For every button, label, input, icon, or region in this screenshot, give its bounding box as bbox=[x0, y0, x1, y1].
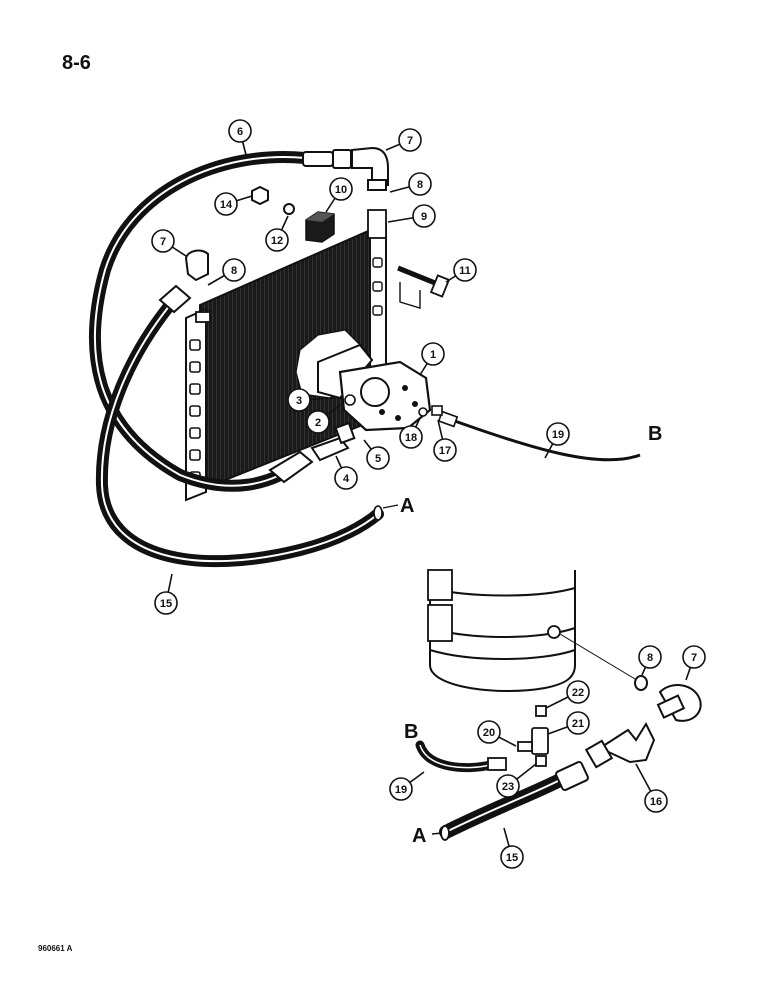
callout-8a: 8 bbox=[389, 172, 432, 196]
svg-text:7: 7 bbox=[160, 236, 166, 248]
callout-3: 3 bbox=[287, 388, 336, 412]
svg-text:8: 8 bbox=[231, 265, 237, 277]
hose-15 bbox=[95, 299, 384, 568]
svg-text:12: 12 bbox=[271, 235, 283, 247]
callout-2: 2 bbox=[306, 404, 341, 434]
callouts: 1 2 3 4 5 6 7 7 7 8 8 8 9 10 11 12 14 15… bbox=[151, 119, 706, 869]
callout-7a: 7 bbox=[385, 128, 422, 152]
hose-19-inset bbox=[415, 740, 507, 773]
hose-15-end bbox=[373, 505, 383, 521]
callout-23: 23 bbox=[496, 763, 537, 798]
callout-17: 17 bbox=[433, 419, 457, 462]
svg-text:7: 7 bbox=[691, 652, 697, 664]
washer bbox=[283, 203, 295, 215]
mounting-block bbox=[305, 211, 335, 243]
callout-11: 11 bbox=[445, 258, 477, 283]
svg-text:9: 9 bbox=[421, 211, 427, 223]
svg-text:4: 4 bbox=[343, 473, 350, 485]
callout-19a: 19 bbox=[544, 422, 570, 459]
svg-text:10: 10 bbox=[335, 184, 347, 196]
hose-15-inset bbox=[439, 761, 589, 841]
callout-14: 14 bbox=[214, 192, 253, 216]
svg-text:3: 3 bbox=[296, 395, 302, 407]
callout-4: 4 bbox=[334, 455, 358, 490]
svg-text:7: 7 bbox=[407, 135, 413, 147]
callout-15b: 15 bbox=[500, 827, 524, 869]
fittings-17-18 bbox=[418, 405, 443, 417]
page-number: 8-6 bbox=[62, 52, 91, 74]
hose-15-fittings bbox=[158, 249, 209, 314]
svg-text:21: 21 bbox=[572, 718, 584, 730]
callout-9: 9 bbox=[387, 204, 436, 228]
nut bbox=[251, 185, 269, 206]
svg-text:15: 15 bbox=[506, 852, 518, 864]
svg-text:8: 8 bbox=[647, 652, 653, 664]
callout-7b: 7 bbox=[151, 229, 187, 257]
callout-20: 20 bbox=[477, 720, 517, 747]
svg-text:1: 1 bbox=[430, 349, 436, 361]
letter-a-inset: A bbox=[412, 825, 426, 847]
svg-text:17: 17 bbox=[439, 445, 451, 457]
callout-7c: 7 bbox=[682, 645, 706, 681]
callout-18: 18 bbox=[399, 417, 423, 449]
hydraulic-tank bbox=[427, 569, 641, 693]
inset-fittings bbox=[584, 675, 702, 769]
callout-5: 5 bbox=[363, 439, 390, 470]
callout-8c: 8 bbox=[638, 645, 662, 676]
hose-19 bbox=[437, 410, 641, 462]
callout-19b: 19 bbox=[389, 771, 425, 801]
svg-text:5: 5 bbox=[375, 453, 381, 465]
callout-10: 10 bbox=[325, 177, 353, 213]
callout-16: 16 bbox=[635, 763, 668, 813]
hose-6-lower-fittings bbox=[268, 421, 356, 484]
tee-fitting bbox=[517, 705, 549, 767]
svg-text:15: 15 bbox=[160, 598, 172, 610]
svg-text:19: 19 bbox=[552, 429, 564, 441]
callout-15a: 15 bbox=[154, 573, 178, 615]
svg-text:23: 23 bbox=[502, 781, 514, 793]
letter-b-upper: B bbox=[648, 423, 662, 445]
mounting-bolt bbox=[397, 265, 451, 309]
callout-12: 12 bbox=[265, 215, 289, 252]
drawing-code: 960661 A bbox=[38, 944, 73, 953]
svg-text:22: 22 bbox=[572, 687, 584, 699]
fan-motor bbox=[317, 343, 432, 432]
svg-text:14: 14 bbox=[220, 199, 233, 211]
hose-6 bbox=[89, 151, 311, 492]
callout-8b: 8 bbox=[207, 258, 246, 286]
svg-text:2: 2 bbox=[315, 417, 321, 429]
svg-text:20: 20 bbox=[483, 727, 495, 739]
svg-text:6: 6 bbox=[237, 126, 243, 138]
svg-text:19: 19 bbox=[395, 784, 407, 796]
callout-21: 21 bbox=[547, 711, 590, 735]
svg-text:11: 11 bbox=[459, 265, 471, 277]
hose-6-fittings bbox=[302, 146, 389, 191]
letter-b-inset: B bbox=[404, 721, 418, 743]
callout-6: 6 bbox=[228, 119, 252, 156]
callout-22: 22 bbox=[545, 680, 590, 709]
svg-text:8: 8 bbox=[417, 179, 423, 191]
svg-text:18: 18 bbox=[405, 432, 417, 444]
callout-1: 1 bbox=[419, 342, 445, 376]
letter-a-upper: A bbox=[400, 495, 414, 517]
svg-text:16: 16 bbox=[650, 796, 662, 808]
connection-letters: A B A B bbox=[382, 423, 662, 847]
